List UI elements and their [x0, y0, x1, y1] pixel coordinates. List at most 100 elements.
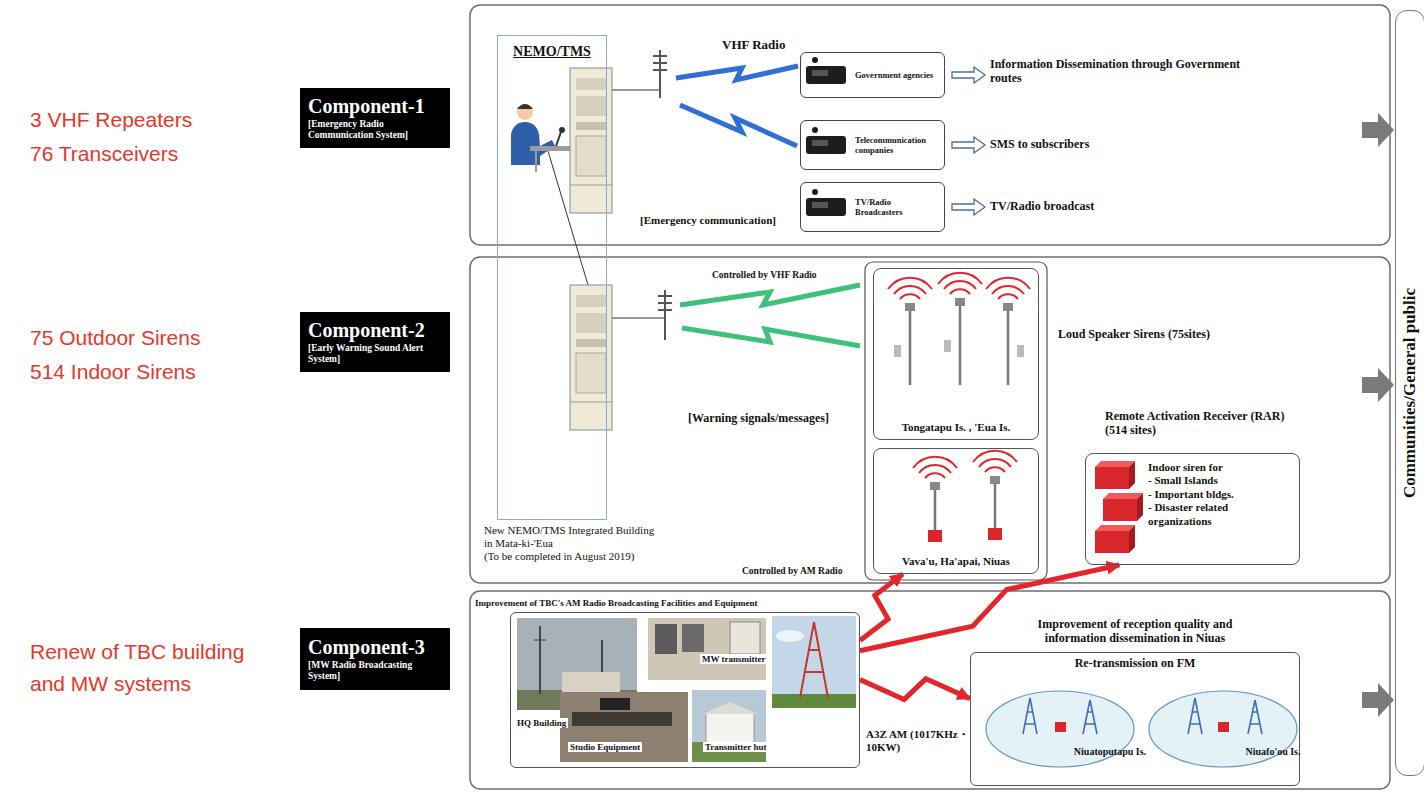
equipment-rack — [570, 285, 612, 430]
equipment-rack — [576, 353, 606, 393]
radio-set-icon — [806, 198, 846, 216]
photo-mw-transmitter — [655, 624, 677, 654]
vhf-bolt — [676, 66, 798, 146]
radio-set-icon — [806, 136, 846, 154]
operator-figure — [530, 146, 572, 151]
indoor-siren-icon — [1095, 461, 1143, 553]
node-text: Improvement of reception quality and inf… — [1010, 618, 1260, 646]
photo-tower — [776, 630, 804, 642]
vhf-control-bolt — [680, 285, 860, 305]
siren-symbol — [913, 457, 957, 478]
antenna-symbol — [653, 55, 667, 57]
summary-label: 514 Indoor Sirens — [30, 356, 196, 388]
annotation-label: Controlled by VHF Radio — [712, 270, 817, 281]
signal-cable — [612, 90, 660, 91]
siren-symbol — [955, 298, 965, 306]
equipment-rack — [576, 122, 606, 130]
indoor-siren-icon — [1137, 493, 1143, 521]
component-box: Component-1[Emergency Radio Communicatio… — [300, 88, 450, 148]
siren-group-box: Vava'u, Ha'apai, Niuas — [873, 448, 1039, 574]
radio-set-icon — [812, 140, 828, 146]
annotation-label: TV/Radio broadcast — [990, 200, 1094, 214]
equipment-rack — [570, 402, 612, 403]
flow-arrow — [1362, 683, 1394, 717]
siren-frame — [865, 262, 1047, 580]
radio-set-icon — [812, 127, 818, 133]
equipment-rack — [576, 96, 606, 116]
node-text: Indoor siren for — [1148, 461, 1293, 474]
vhf-control-bolt — [682, 328, 860, 346]
operator-figure — [511, 104, 572, 172]
siren-symbol — [888, 273, 1030, 542]
signal-cable — [612, 318, 665, 319]
node-text: - Small Islands — [1148, 474, 1293, 487]
photo-transmitter-hut — [706, 712, 754, 744]
equipment-rack — [576, 313, 606, 333]
annotation-label: A3Z AM (1017KHz・10KW) — [866, 728, 974, 753]
station-box: Niuatoputapu Is.Niuafo'ou Is.Improvement… — [970, 618, 1300, 786]
photo-caption: HQ Building — [515, 718, 568, 728]
photo-hq-building — [601, 640, 603, 672]
node-text: Component-1 — [308, 95, 442, 117]
antenna-symbol — [658, 302, 672, 304]
panel-frame — [510, 612, 860, 768]
antenna-symbol — [653, 50, 672, 340]
panel-frame — [970, 652, 1300, 786]
indoor-siren-icon — [1095, 467, 1129, 489]
siren-symbol — [1007, 305, 1010, 385]
node-text: Component-2 — [308, 319, 442, 341]
node-text: Tongatapu Is. , 'Eua Is. — [902, 421, 1011, 433]
equipment-rack — [570, 185, 612, 186]
indoor-siren-icon — [1095, 531, 1129, 553]
vhf-control-bolt — [680, 285, 860, 346]
siren-symbol — [986, 278, 1030, 299]
siren-symbol — [959, 300, 962, 385]
radio-set-icon — [812, 189, 818, 195]
operator-figure — [556, 132, 561, 146]
panel-frame — [470, 591, 1390, 789]
antenna-symbol — [658, 309, 672, 311]
equipment-rack — [570, 68, 612, 213]
operator-figure — [535, 151, 537, 172]
photo-panel: Improvement of TBC's AM Radio Broadcasti… — [475, 598, 860, 768]
siren-symbol — [888, 278, 932, 385]
annotation-label: [Warning signals/messages] — [688, 412, 829, 426]
radio-set-icon — [812, 70, 828, 76]
siren-symbol — [894, 345, 901, 357]
operator-figure — [511, 122, 555, 165]
hollow-arrow — [952, 67, 985, 215]
fm-receiver-box — [1055, 722, 1066, 732]
component-box: Component-3[MW Radio Broadcasting System… — [300, 628, 450, 690]
node-text: [MW Radio Broadcasting System] — [308, 660, 442, 682]
fm-tower — [1188, 698, 1202, 734]
siren-group-box: Tongatapu Is. , 'Eua Is. — [873, 268, 1039, 440]
node-text: Re-transmission on FM — [970, 656, 1300, 671]
annotation-label: New NEMO/TMS Integrated Building — [484, 524, 654, 537]
annotation-label: in Mata-ki-'Eua — [484, 537, 553, 550]
fm-tower — [1023, 698, 1037, 734]
annotation-label: Controlled by AM Radio — [742, 566, 842, 577]
am-radio-bolt — [860, 574, 903, 641]
photo-transmitter-hut — [702, 702, 758, 714]
antenna-symbol — [659, 50, 661, 98]
siren-symbol — [930, 482, 940, 490]
panel-frame — [470, 5, 1390, 245]
summary-label: 76 Transceivers — [30, 138, 178, 170]
annotation-label: SMS to subscribers — [990, 138, 1089, 152]
siren-symbol — [909, 305, 912, 385]
siren-symbol — [1017, 345, 1024, 357]
radio-set-icon — [806, 57, 846, 216]
vhf-bolt — [680, 105, 797, 146]
photo-mw-transmitter — [648, 618, 766, 680]
indoor-siren-icon — [1103, 493, 1143, 499]
hollow-arrow — [952, 137, 985, 153]
photo-hq-building — [539, 626, 541, 694]
indoor-siren-icon — [1095, 461, 1135, 467]
device-box: Government agencies — [800, 52, 945, 98]
photo-mw-transmitter — [730, 622, 760, 654]
siren-symbol — [986, 278, 1030, 385]
photo-studio — [572, 712, 672, 726]
indoor-siren-icon — [1095, 525, 1135, 531]
node-text: - Disaster related organizations — [1148, 501, 1293, 528]
